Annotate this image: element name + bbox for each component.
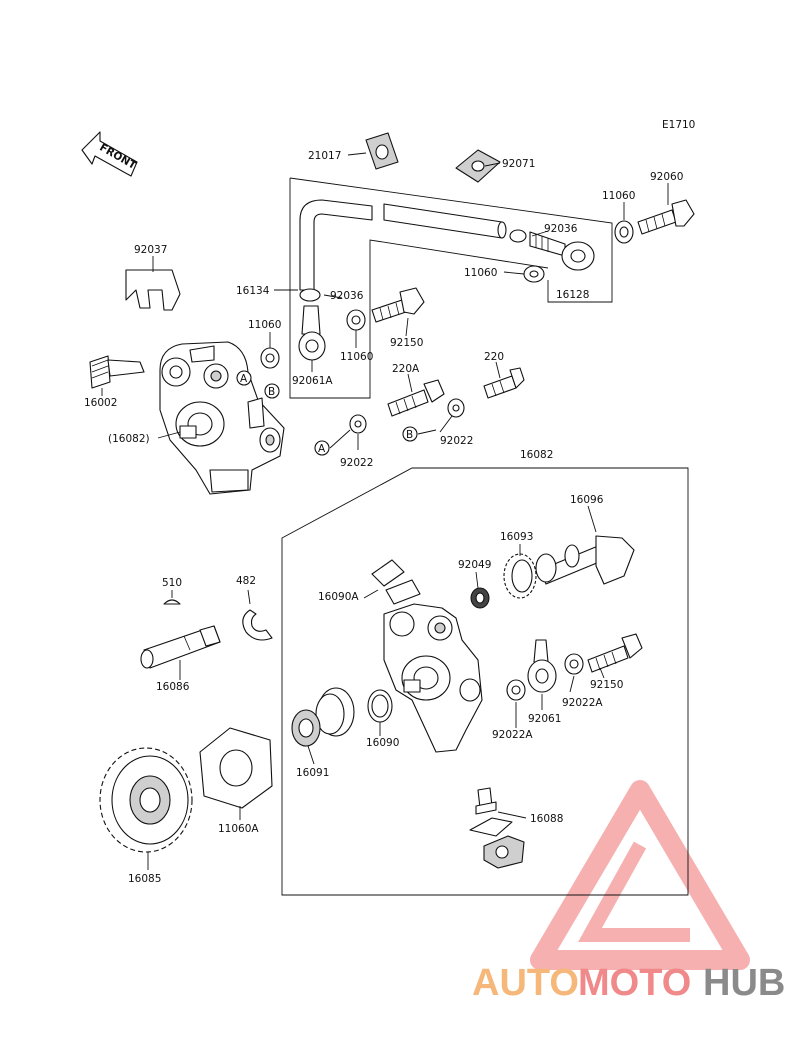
label-510: 510	[162, 577, 182, 589]
svg-text:A: A	[318, 443, 326, 455]
label-21017: 21017	[308, 150, 341, 162]
part-92037-bracket	[125, 269, 181, 311]
label-92022-a: 92022	[340, 457, 373, 469]
part-92150-bolt-b	[587, 633, 643, 673]
part-11060a-gasket	[199, 727, 273, 809]
label-92022a-b: 92022A	[492, 729, 533, 741]
callout-a-lower: A	[314, 440, 330, 456]
diagram-code: E1710	[662, 119, 695, 131]
callout-b-lower: B	[402, 426, 418, 442]
svg-text:A: A	[240, 373, 248, 385]
part-16082-pump-assembly	[159, 341, 285, 495]
label-92060: 92060	[650, 171, 683, 183]
part-16085-gear	[99, 747, 193, 853]
label-92071: 92071	[502, 158, 535, 170]
label-92150-b: 92150	[590, 679, 623, 691]
label-220a: 220A	[392, 363, 420, 375]
part-92071	[455, 149, 501, 183]
label-92049: 92049	[458, 559, 491, 571]
part-11060-washer-c	[260, 347, 280, 369]
watermark-moto: MOTO	[578, 962, 691, 1004]
label-16096: 16096	[570, 494, 604, 506]
part-11060-washer-d	[346, 309, 366, 331]
label-16086: 16086	[156, 681, 190, 693]
part-21017	[365, 132, 399, 170]
part-11060-washer	[614, 220, 634, 244]
part-16096-valve	[535, 535, 635, 585]
part-92049-seal	[470, 587, 490, 609]
label-16082-paren: (16082)	[108, 433, 150, 445]
callout-a-upper: A	[236, 370, 252, 386]
label-92022-b: 92022	[440, 435, 473, 447]
part-220-bolt	[483, 367, 525, 399]
label-11060-b: 11060	[464, 267, 497, 279]
watermark-hub: HUB	[703, 962, 785, 1004]
label-16088: 16088	[530, 813, 563, 825]
part-92022a-washer-a	[564, 653, 584, 675]
svg-text:B: B	[406, 429, 413, 441]
label-11060-d: 11060	[340, 351, 373, 363]
watermark-auto: AUTO	[472, 962, 579, 1004]
label-11060-a: 11060	[602, 190, 635, 202]
part-510-key	[163, 599, 181, 605]
label-11060-c: 11060	[248, 319, 281, 331]
label-16093: 16093	[500, 531, 533, 543]
label-92036-b: 92036	[330, 290, 364, 302]
label-16085: 16085	[128, 873, 161, 885]
part-16086-shaft	[140, 625, 221, 669]
front-arrow-icon: FRONT	[81, 131, 139, 177]
part-92060-bolt	[637, 199, 695, 235]
label-16082: 16082	[520, 449, 553, 461]
label-92061: 92061	[528, 713, 561, 725]
label-16090a: 16090A	[318, 591, 359, 603]
part-92022-washer-b	[447, 398, 465, 418]
label-92037: 92037	[134, 244, 167, 256]
callout-b-upper: B	[264, 383, 280, 399]
part-92022a-washer-b	[506, 679, 526, 701]
label-92150-a: 92150	[390, 337, 423, 349]
label-92022a-a: 92022A	[562, 697, 603, 709]
svg-text:B: B	[268, 386, 275, 398]
part-16134-hose	[299, 199, 507, 291]
pump-box-outline	[281, 467, 689, 896]
part-92022-washer-a	[349, 414, 367, 434]
part-92061-banjo	[527, 639, 557, 693]
part-482-circlip	[242, 609, 273, 641]
label-11060a: 11060A	[218, 823, 259, 835]
part-16088-nozzle	[469, 787, 525, 869]
part-pump-body	[383, 603, 483, 753]
part-16093-spring	[503, 553, 537, 599]
part-16091-seal	[291, 687, 355, 747]
watermark-logo	[530, 780, 750, 970]
part-220a-bolt	[387, 379, 445, 417]
part-16090a-gasket	[371, 559, 421, 605]
label-220: 220	[484, 351, 504, 363]
part-16090-oring	[367, 689, 393, 723]
label-16002: 16002	[84, 397, 117, 409]
label-16091: 16091	[296, 767, 329, 779]
watermark-text: AUTO MOTO HUB	[472, 962, 785, 1004]
part-92061a-banjo	[298, 305, 326, 361]
part-92036-clamp	[509, 229, 527, 243]
part-16002-fitting	[89, 355, 145, 389]
label-16128: 16128	[556, 289, 589, 301]
part-11060-washer-b	[523, 265, 545, 283]
part-92036-clamp-b	[299, 288, 321, 302]
part-92150-bolt	[371, 287, 425, 323]
hose-box-outline	[289, 177, 613, 303]
label-482: 482	[236, 575, 256, 587]
label-16090: 16090	[366, 737, 399, 749]
label-92061a: 92061A	[292, 375, 333, 387]
part-16128	[529, 231, 595, 271]
leader-lines	[101, 152, 669, 870]
label-92036-a: 92036	[544, 223, 578, 235]
label-16134: 16134	[236, 285, 270, 297]
